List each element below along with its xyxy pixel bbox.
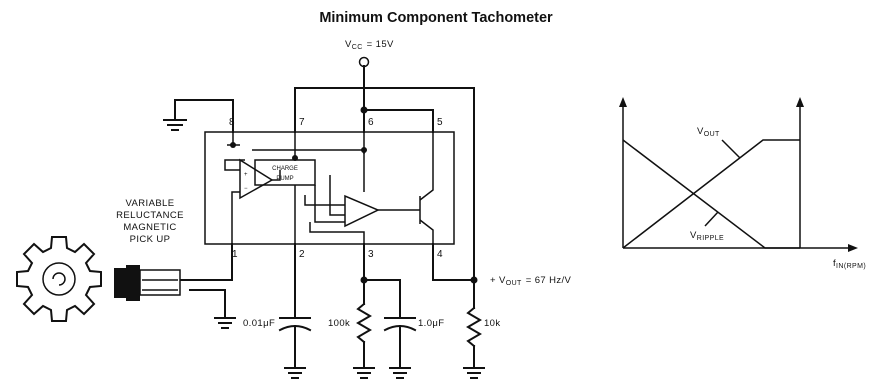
- capacitor-c1: [278, 317, 312, 369]
- pin-label: 6: [368, 117, 374, 128]
- vcc-label: V: [345, 39, 352, 50]
- ground-symbol: [463, 367, 485, 379]
- circuit-wires: [174, 65, 475, 319]
- resistor-10k: [466, 306, 482, 369]
- pin-label: 5: [437, 117, 443, 128]
- ground-symbol: [163, 119, 187, 131]
- resistor-100k-label: 100k: [328, 318, 350, 329]
- output-label: + VOUT= 67 Hz/V: [490, 275, 572, 287]
- vout-label: VOUT: [697, 126, 720, 138]
- vout-curve: [622, 139, 800, 249]
- x-axis-label: fIN(RPM): [833, 258, 866, 270]
- pin-label: 3: [368, 249, 374, 260]
- comparator: [344, 194, 380, 228]
- ic-outline: [204, 131, 455, 245]
- vripple-curve: [622, 139, 800, 249]
- svg-text:PICK UP: PICK UP: [130, 234, 171, 245]
- vcc-supply: VCC= 15V: [345, 39, 394, 68]
- svg-text:+: +: [244, 172, 248, 178]
- page-title: Minimum Component Tachometer: [319, 10, 553, 26]
- vripple-label: VRIPPLE: [690, 230, 724, 242]
- svg-text:MAGNETIC: MAGNETIC: [123, 222, 176, 233]
- capacitor-c1-label: 0.01μF: [243, 318, 275, 329]
- svg-text:VARIABLE: VARIABLE: [126, 198, 175, 209]
- sensor-label: VARIABLE RELUCTANCE MAGNETIC PICK UP: [116, 198, 184, 245]
- response-graph: VOUT VRIPPLE fIN(RPM): [619, 97, 866, 270]
- resistor-10k-label: 10k: [484, 318, 501, 329]
- junction-dot: [360, 276, 368, 284]
- capacitor-c2-label: 1.0μF: [418, 318, 444, 329]
- input-amplifier: [239, 158, 274, 200]
- ground-symbol: [389, 367, 411, 379]
- svg-text:−: −: [244, 186, 248, 192]
- svg-text:VCC= 15V: VCC= 15V: [345, 39, 394, 51]
- pin-label: 7: [299, 117, 305, 128]
- charge-pump-label: CHARGE: [272, 166, 298, 172]
- capacitor-c2: [383, 317, 417, 369]
- charge-pump-block: [254, 159, 316, 186]
- junction-dot: [360, 106, 368, 114]
- ground-symbol: [284, 367, 306, 379]
- svg-text:RELUCTANCE: RELUCTANCE: [116, 210, 184, 221]
- magnetic-pickup: [114, 265, 181, 301]
- junction-dot: [230, 142, 236, 148]
- junction-dot: [361, 147, 367, 153]
- junction-dot: [470, 276, 478, 284]
- ground-symbol: [353, 367, 375, 379]
- gear-icon: [16, 236, 102, 322]
- pin-label: 8: [229, 117, 235, 128]
- pin-label: 1: [232, 249, 238, 260]
- pin-label: 4: [437, 249, 443, 260]
- svg-text:PUMP: PUMP: [276, 176, 293, 182]
- ground-symbol: [214, 317, 236, 329]
- pin-label: 2: [299, 249, 305, 260]
- resistor-100k: [356, 283, 372, 369]
